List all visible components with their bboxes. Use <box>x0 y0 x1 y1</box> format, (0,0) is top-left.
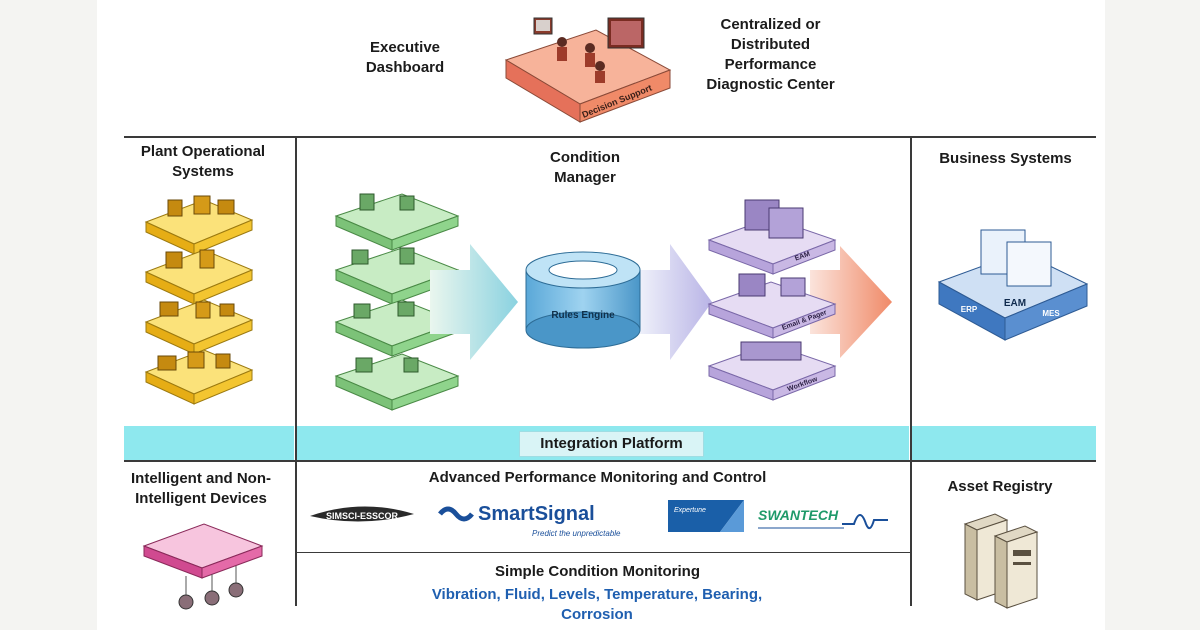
plant-layer-3 <box>144 299 254 355</box>
flow-arrow-1 <box>430 244 518 360</box>
devices-illustration <box>142 523 264 610</box>
business-label-eam: EAM <box>1004 298 1026 309</box>
condition-flow-graphic: Rules Engine <box>430 244 892 360</box>
business-label-erp: ERP <box>961 305 978 314</box>
condition-manager-stack <box>334 193 460 411</box>
plant-systems-stack <box>144 195 254 405</box>
logo-simsci-text: SIMSCI-ESSCOR <box>326 511 399 521</box>
flow-arrow-3 <box>810 246 892 358</box>
divider-bottom <box>297 552 911 553</box>
logo-smartsignal-tagline: Predict the unpredictable <box>532 529 621 538</box>
flow-arrow-2 <box>640 244 712 360</box>
apm-title: Advanced Performance Monitoring and Cont… <box>428 469 767 486</box>
logo-simsci-esscor: SIMSCI-ESSCOR <box>310 506 414 522</box>
executive-dashboard-label: Executive Dashboard <box>365 39 445 76</box>
integration-band-left <box>124 426 294 460</box>
plant-systems-title: Plant Operational Systems <box>140 143 266 180</box>
plant-layer-2 <box>144 249 254 305</box>
asset-registry-title: Asset Registry <box>947 478 1053 495</box>
business-systems-illustration: ERP EAM MES <box>937 229 1089 341</box>
integration-platform-label: Integration Platform <box>519 431 704 457</box>
devices-title: Intelligent and Non- Intelligent Devices <box>131 470 271 507</box>
rules-engine-label: Rules Engine <box>551 310 615 321</box>
divider-left <box>295 136 297 606</box>
output-layer-email: Email & Pager <box>707 273 837 339</box>
plant-layer-4 <box>144 349 254 405</box>
cm-layer-1 <box>334 193 460 251</box>
logo-swantech: SWANTECH <box>758 507 888 530</box>
integration-band-right <box>912 426 1096 460</box>
divider-middle <box>124 460 1096 462</box>
output-layer-eam: EAM <box>707 199 837 275</box>
cm-layer-4 <box>334 353 460 411</box>
divider-right <box>910 136 912 606</box>
plant-layer-1 <box>144 195 254 255</box>
logo-swantech-text: SWANTECH <box>758 507 839 523</box>
business-label-mes: MES <box>1042 309 1060 318</box>
decision-support-illustration: Decision Support <box>504 17 672 123</box>
logo-expertune: Expertune <box>668 500 744 532</box>
simple-monitoring-items: Vibration, Fluid, Levels, Temperature, B… <box>431 586 763 623</box>
condition-manager-title: Condition Manager <box>550 149 620 186</box>
logo-expertune-text: Expertune <box>674 507 706 514</box>
logo-smartsignal: SmartSignal Predict the unpredictable <box>438 503 621 538</box>
rules-engine-cylinder: Rules Engine <box>525 251 641 349</box>
output-layer-workflow: Workflow <box>707 341 837 401</box>
output-label-eam: EAM <box>794 251 811 263</box>
logo-smartsignal-text: SmartSignal <box>478 503 595 525</box>
business-systems-title: Business Systems <box>939 150 1072 167</box>
output-stack: EAM Email & Pager Workflow <box>707 199 837 401</box>
divider-top <box>124 136 1096 138</box>
asset-registry-servers <box>963 513 1039 609</box>
simple-monitoring-title: Simple Condition Monitoring <box>495 563 700 580</box>
diagnostic-center-label: Centralized or Distributed Performance D… <box>706 16 835 93</box>
